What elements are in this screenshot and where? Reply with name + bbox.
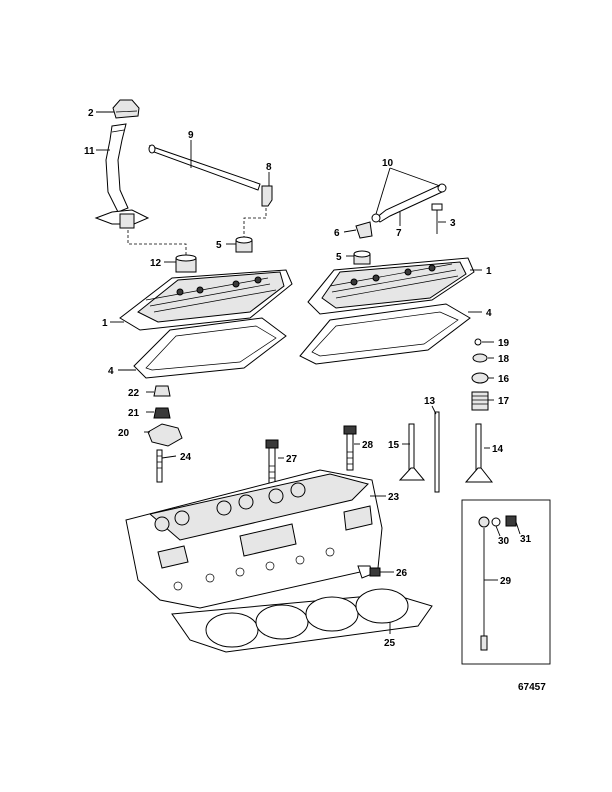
callout-21: 21 <box>128 408 140 419</box>
exhaust-valve <box>464 423 494 483</box>
valve-cover-right <box>307 257 475 315</box>
callout-15: 15 <box>388 440 400 451</box>
dipstick-tube-bracket <box>478 515 517 528</box>
valve-cover-left <box>119 269 293 331</box>
callout-27: 27 <box>286 454 298 465</box>
callout-6: 6 <box>334 228 340 239</box>
rocker-arm-nut <box>153 407 171 419</box>
callout-3: 3 <box>450 218 456 229</box>
callout-18: 18 <box>498 354 510 365</box>
inset-frame <box>461 499 551 665</box>
head-gasket <box>171 588 433 653</box>
rocker-arm-ball <box>153 385 171 397</box>
valve-shield <box>471 372 489 384</box>
rocker-arm <box>147 423 183 447</box>
pushrod <box>434 411 440 493</box>
callout-12: 12 <box>150 258 162 269</box>
callout-1-right: 1 <box>486 266 492 277</box>
callout-19: 19 <box>498 338 510 349</box>
callout-11: 11 <box>84 146 95 157</box>
vent-tube <box>148 144 261 191</box>
grommet-left <box>235 236 253 253</box>
callout-2: 2 <box>88 108 94 119</box>
callout-4-right: 4 <box>486 308 492 319</box>
callout-4-left: 4 <box>108 366 114 377</box>
callout-29: 29 <box>500 576 512 587</box>
cylinder-head <box>125 469 383 609</box>
head-bolt-long <box>265 439 279 485</box>
callout-31: 31 <box>520 534 532 545</box>
callout-25: 25 <box>384 638 396 649</box>
elbow-fitting-right <box>355 221 373 239</box>
elbow-fitting-left <box>261 185 273 207</box>
valve-spring <box>471 391 489 411</box>
sender-bolt <box>357 565 381 579</box>
callout-1-left: 1 <box>102 318 108 329</box>
rocker-stud <box>156 449 163 483</box>
pcv-valve <box>431 203 443 234</box>
leader-lines <box>96 111 521 634</box>
callout-17: 17 <box>498 396 510 407</box>
callout-8: 8 <box>266 162 272 173</box>
callout-20: 20 <box>118 428 130 439</box>
callout-5-right: 5 <box>336 252 342 263</box>
oil-filler-grommet <box>175 254 197 273</box>
callout-26: 26 <box>396 568 408 579</box>
callout-7: 7 <box>396 228 402 239</box>
valve-key <box>474 338 482 346</box>
callout-5-left: 5 <box>216 240 222 251</box>
callout-28: 28 <box>362 440 374 451</box>
figure-number: 67457 <box>518 682 546 693</box>
callout-13: 13 <box>424 396 436 407</box>
grommet-right <box>353 250 371 265</box>
valve-cover-gasket-left <box>133 317 287 379</box>
valve-cover-gasket-right <box>299 303 471 365</box>
callout-24: 24 <box>180 452 192 463</box>
intake-valve <box>398 423 426 481</box>
valve-cap <box>472 353 488 363</box>
callout-10: 10 <box>382 158 394 169</box>
callout-9: 9 <box>188 130 194 141</box>
callout-23: 23 <box>388 492 400 503</box>
callout-16: 16 <box>498 374 510 385</box>
callout-30: 30 <box>498 536 510 547</box>
callout-14: 14 <box>492 444 504 455</box>
callout-22: 22 <box>128 388 140 399</box>
dipstick-tube <box>480 528 488 651</box>
oil-filler-tube <box>94 123 150 229</box>
oil-filler-cap <box>112 99 140 119</box>
head-bolt-short <box>343 425 357 471</box>
